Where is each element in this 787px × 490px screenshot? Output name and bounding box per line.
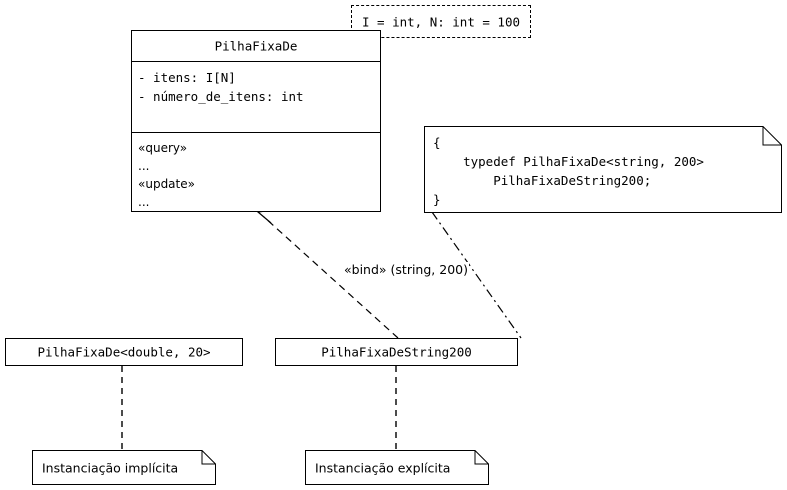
code-note[interactable]: { typedef PilhaFixaDe<string, 200> Pilha…: [424, 126, 782, 213]
class-name-label: PilhaFixaDe: [214, 38, 298, 54]
class-operation-stereotype-query: «query»: [138, 141, 188, 155]
note-label-text: Instanciação implícita: [42, 460, 179, 475]
derived-class-name-label: PilhaFixaDe<double, 20>: [37, 344, 211, 360]
derived-class-name-label: PilhaFixaDeString200: [321, 344, 472, 360]
class-name-compartment: PilhaFixaDe: [132, 31, 380, 62]
class-operation-ellipsis: ...: [138, 195, 150, 209]
note-instanciacao-explicita[interactable]: Instanciação explícita: [305, 450, 489, 485]
note-label-text: Instanciação explícita: [315, 460, 451, 475]
note-shape-with-folded-corner: [305, 450, 489, 485]
class-operation-ellipsis: ...: [138, 159, 150, 173]
note-shape-with-folded-corner: [424, 126, 782, 213]
class-attribute-item: - itens: I[N]: [138, 70, 236, 85]
class-attribute-item: - número_de_itens: int: [138, 89, 304, 104]
template-parameter-box[interactable]: I = int, N: int = 100: [351, 5, 531, 38]
template-parameter-text: I = int, N: int = 100: [361, 14, 521, 29]
note-instanciacao-implicita[interactable]: Instanciação implícita: [32, 450, 216, 485]
note-shape-with-folded-corner: [32, 450, 216, 485]
class-operations-compartment: «query» ... «update» ...: [132, 133, 380, 225]
class-attributes-compartment: - itens: I[N] - número_de_itens: int: [132, 62, 380, 133]
class-operation-stereotype-update: «update»: [138, 177, 195, 191]
class-box-pilhafixade-double-20[interactable]: PilhaFixaDe<double, 20>: [5, 338, 243, 366]
class-box-pilhafixade[interactable]: PilhaFixaDe - itens: I[N] - número_de_it…: [131, 30, 381, 212]
class-box-pilhafixadestring200[interactable]: PilhaFixaDeString200: [275, 338, 518, 366]
code-note-text: { typedef PilhaFixaDe<string, 200> Pilha…: [433, 135, 704, 207]
bind-dependency-label: «bind» (string, 200): [343, 262, 469, 277]
bind-dependency-line: [263, 216, 399, 339]
